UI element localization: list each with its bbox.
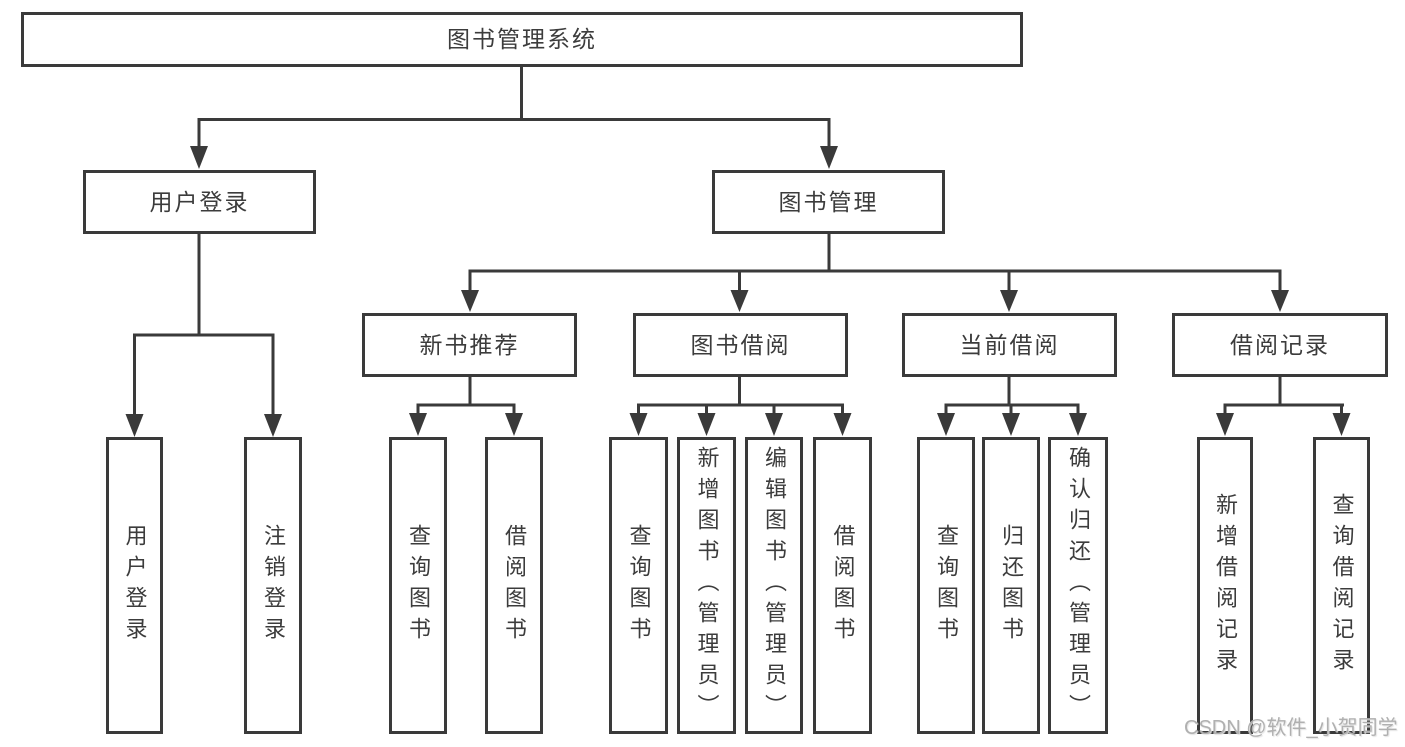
node-book-management: 图书管理 bbox=[712, 170, 945, 234]
connector-root bbox=[197, 67, 831, 148]
connector-book-borrow bbox=[637, 377, 844, 415]
leaf-records-add-record: 新增借阅记录 bbox=[1197, 437, 1253, 734]
connector-user-login bbox=[133, 234, 275, 416]
node-borrow-records: 借阅记录 bbox=[1172, 313, 1388, 377]
arrowheads-borrow-records bbox=[1216, 413, 1351, 436]
leaf-logout: 注销登录 bbox=[244, 437, 302, 734]
watermark: CSDN @软件_小贺同学 bbox=[1184, 717, 1398, 739]
node-current-borrow: 当前借阅 bbox=[902, 313, 1117, 377]
node-root: 图书管理系统 bbox=[21, 12, 1023, 67]
leaf-borrow-edit-books-admin: 编辑图书（管理员） bbox=[745, 437, 803, 734]
node-book-borrow: 图书借阅 bbox=[633, 313, 848, 377]
leaf-borrow-query-books: 查询图书 bbox=[609, 437, 668, 734]
leaf-current-confirm-return-admin: 确认归还（管理员） bbox=[1048, 437, 1108, 734]
leaf-borrow-add-books-admin: 新增图书（管理员） bbox=[677, 437, 736, 734]
arrowheads-current-borrow bbox=[937, 413, 1087, 436]
arrowheads-root bbox=[190, 146, 838, 169]
arrowheads-new-book-recommend bbox=[409, 413, 523, 436]
arrowheads-book-borrow bbox=[629, 413, 852, 436]
leaf-recommend-query-books: 查询图书 bbox=[389, 437, 447, 734]
leaf-recommend-borrow-books: 借阅图书 bbox=[485, 437, 543, 734]
node-new-book-recommend: 新书推荐 bbox=[362, 313, 577, 377]
connector-current-borrow bbox=[944, 377, 1080, 415]
leaf-current-return-books: 归还图书 bbox=[982, 437, 1040, 734]
connector-borrow-records bbox=[1223, 377, 1344, 415]
leaf-records-query-record: 查询借阅记录 bbox=[1313, 437, 1370, 734]
node-user-login: 用户登录 bbox=[83, 170, 316, 234]
leaf-current-query-books: 查询图书 bbox=[917, 437, 975, 734]
connector-book-management bbox=[468, 234, 1282, 292]
leaf-user-login: 用户登录 bbox=[106, 437, 163, 734]
arrowheads-book-management bbox=[461, 290, 1289, 312]
connector-new-book-recommend bbox=[416, 377, 516, 415]
arrowheads-user-login bbox=[125, 414, 282, 437]
leaf-borrow-borrow-books: 借阅图书 bbox=[813, 437, 872, 734]
